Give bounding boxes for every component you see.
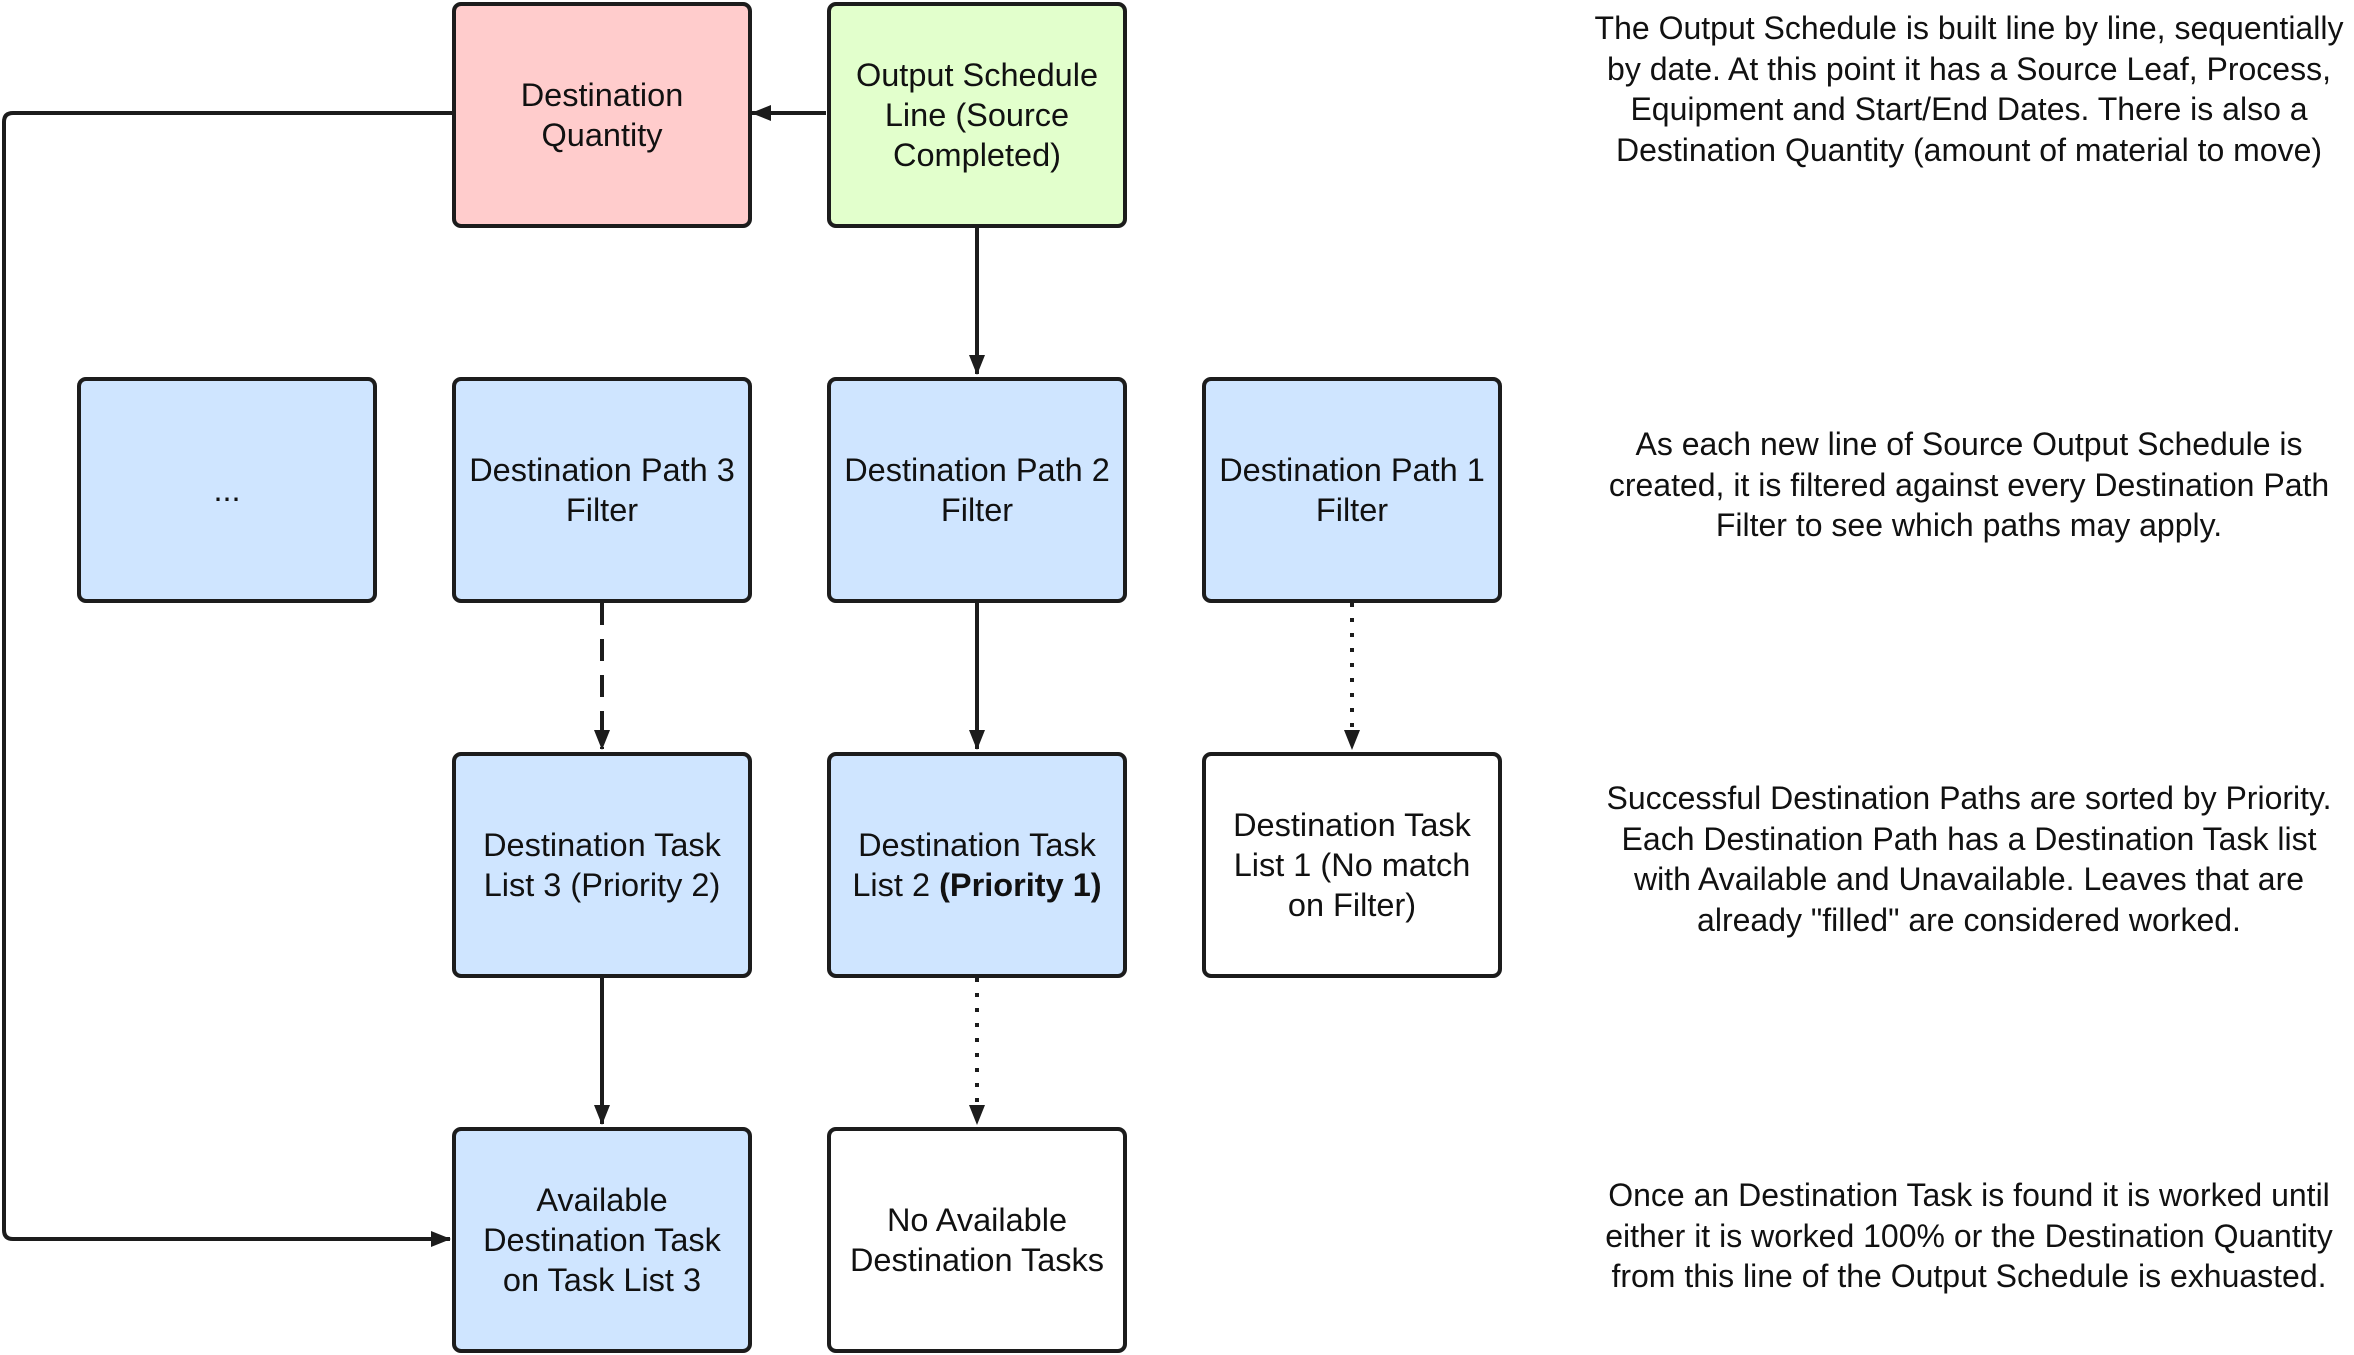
ellipsis-label: ... xyxy=(213,472,241,508)
destination-quantity-box[interactable]: Destination Quantity xyxy=(452,2,752,228)
path2-filter-box[interactable]: Destination Path 2 Filter xyxy=(827,377,1127,603)
no-available-box[interactable]: No Available Destination Tasks xyxy=(827,1127,1127,1353)
available-task-box[interactable]: Available Destination Task on Task List … xyxy=(452,1127,752,1353)
path1-filter-label: Destination Path 1 Filter xyxy=(1219,452,1485,528)
task-list2-box[interactable]: Destination Task List 2 (Priority 1) xyxy=(827,752,1127,978)
available-task-label: Available Destination Task on Task List … xyxy=(483,1182,721,1298)
task-list2-label: Destination Task List 2 (Priority 1) xyxy=(841,825,1113,905)
output-schedule-line-box[interactable]: Output Schedule Line (Source Completed) xyxy=(827,2,1127,228)
task-list2-priority: (Priority 1) xyxy=(939,867,1102,903)
ellipsis-box[interactable]: ... xyxy=(77,377,377,603)
task-list1-box[interactable]: Destination Task List 1 (No match on Fil… xyxy=(1202,752,1502,978)
task-list1-label: Destination Task List 1 (No match on Fil… xyxy=(1233,807,1471,923)
task-list3-box[interactable]: Destination Task List 3 (Priority 2) xyxy=(452,752,752,978)
path1-filter-box[interactable]: Destination Path 1 Filter xyxy=(1202,377,1502,603)
no-available-label: No Available Destination Tasks xyxy=(849,1202,1105,1278)
arrow-quantity-to-available xyxy=(2,111,452,1247)
output-schedule-line-label: Output Schedule Line (Source Completed) xyxy=(855,57,1099,173)
destination-quantity-label: Destination Quantity xyxy=(520,77,684,153)
note-step4: Once an Destination Task is found it is … xyxy=(1605,1177,2333,1294)
task-list2-label-text: Destination Task List 2 xyxy=(852,827,1096,903)
path2-filter-label: Destination Path 2 Filter xyxy=(844,452,1110,528)
task-list3-label: Destination Task List 3 (Priority 2) xyxy=(483,827,721,903)
note-step3: Successful Destination Paths are sorted … xyxy=(1606,780,2332,938)
path3-filter-label: Destination Path 3 Filter xyxy=(469,452,735,528)
path3-filter-box[interactable]: Destination Path 3 Filter xyxy=(452,377,752,603)
note-step1: The Output Schedule is built line by lin… xyxy=(1594,10,2344,168)
note-step2: As each new line of Source Output Schedu… xyxy=(1608,426,2330,543)
